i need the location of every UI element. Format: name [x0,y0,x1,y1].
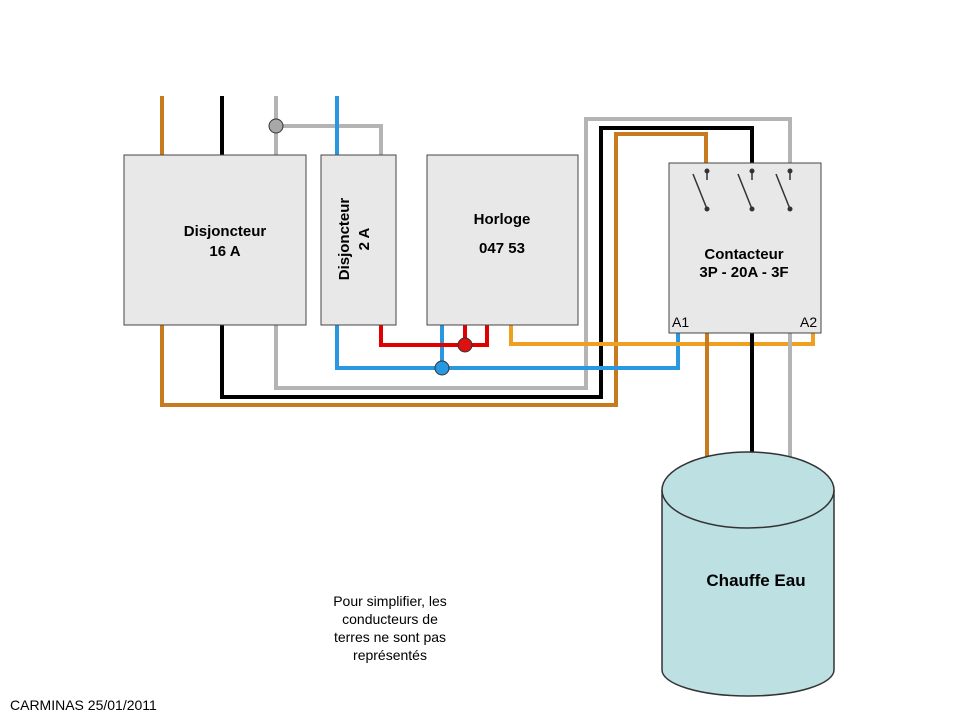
note-line-2: conducteurs de [342,611,438,627]
open-switch-contact-icon [737,168,755,212]
wire-red-control [379,325,489,347]
breaker-2a-label: Disjoncteur [336,198,353,281]
contactor: Contacteur 3P - 20A - 3F A1 A2 [668,162,822,334]
wire-grey-to-contactor [274,117,792,390]
breaker-16a-rating: 16 A [209,243,240,260]
breaker-2a-rating: 2 A [356,227,373,250]
wire-black-to-contactor [220,126,754,399]
author-credit: CARMINAS 25/01/2011 [10,697,157,713]
wires [160,96,815,458]
contactor-contacts [692,168,793,212]
contactor-rating: 3P - 20A - 3F [699,264,788,281]
open-switch-contact-icon [775,168,793,212]
clock-title: Horloge [474,211,531,228]
junction-dot-icon [434,360,450,376]
clock-reference: 047 53 [479,240,525,257]
breaker-2a: Disjoncteur 2 A [320,154,397,326]
junction-dot-icon [268,118,284,134]
water-heater: Chauffe Eau [661,451,835,697]
contactor-terminal-a2: A2 [800,314,817,330]
note-line-1: Pour simplifier, les [333,593,447,609]
open-switch-contact-icon [692,168,710,212]
clock-module: Horloge 047 53 [426,154,579,326]
junctions [268,118,473,376]
wire-orange-switched [509,325,815,346]
wire-grey-branch-2a [276,124,383,155]
contactor-terminal-a1: A1 [672,314,689,330]
water-heater-label: Chauffe Eau [706,571,805,590]
breaker-16a-label: Disjoncteur [184,223,267,240]
note: Pour simplifier, les conducteurs de terr… [333,593,447,663]
note-line-4: représentés [353,647,427,663]
wire-blue-neutral [335,325,680,370]
breaker-16a: Disjoncteur 16 A [123,154,307,326]
wire-brown-to-contactor [160,132,708,407]
contactor-label: Contacteur [704,246,783,263]
junction-dot-icon [457,337,473,353]
note-line-3: terres ne sont pas [334,629,446,645]
